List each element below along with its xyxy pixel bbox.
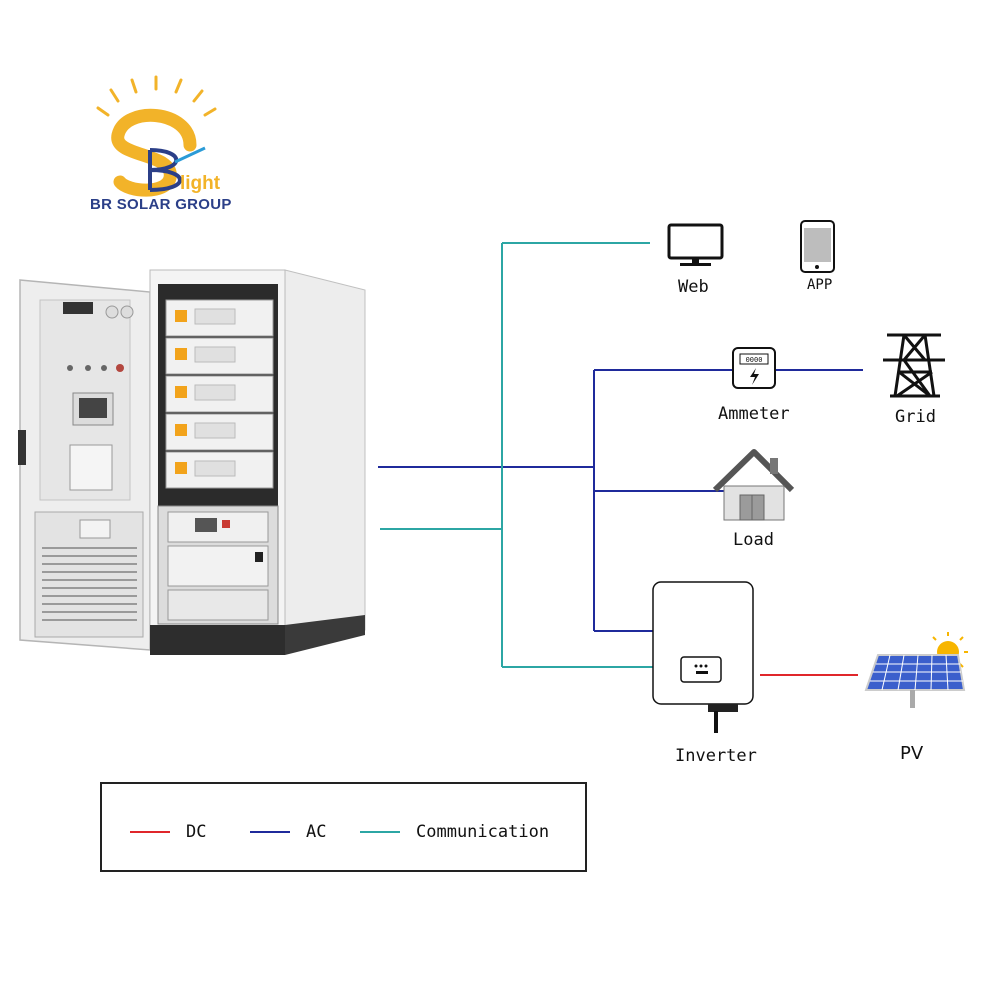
logo-company-name: BR SOLAR GROUP xyxy=(90,196,232,213)
legend-item-dc: DC xyxy=(130,822,206,842)
cabinet-base-side xyxy=(285,615,365,655)
bms-display xyxy=(195,518,217,532)
battery-module-3 xyxy=(165,375,274,413)
power-converter-switch xyxy=(255,552,263,562)
bms-controller xyxy=(167,511,269,543)
ammeter-display-readout: 0000 xyxy=(746,356,763,364)
app-label: APP xyxy=(807,277,833,293)
inverter-label: Inverter xyxy=(675,746,757,766)
battery-cabinet xyxy=(18,269,366,655)
monitor-icon xyxy=(667,223,724,266)
cabinet-base xyxy=(150,625,285,655)
battery-module-2 xyxy=(165,337,274,375)
ammeter-icon: 0000 xyxy=(732,347,776,389)
door-vent-badge xyxy=(79,519,111,539)
battery-module-5 xyxy=(165,451,274,489)
ac-lines xyxy=(378,369,863,632)
pv-label: PV xyxy=(900,743,924,764)
battery-module-4 xyxy=(165,413,274,451)
logo-wordmark: light xyxy=(180,173,221,194)
brand-logo: light xyxy=(96,75,221,197)
sun-rays-icon xyxy=(96,75,217,117)
door-indicator-1 xyxy=(67,365,73,371)
transmission-tower-icon xyxy=(883,333,945,398)
door-touch-screen-glass xyxy=(79,398,107,418)
legend-item-communication: Communication xyxy=(360,822,549,842)
inverter-connectors xyxy=(708,704,738,712)
legend-communication-label: Communication xyxy=(416,822,550,842)
bms-red-button xyxy=(222,520,230,528)
door-socket-panel xyxy=(69,444,113,491)
legend-dc-label: DC xyxy=(186,822,207,842)
legend-ac-label: AC xyxy=(306,822,327,842)
door-indicator-3 xyxy=(101,365,107,371)
solar-panel-icon xyxy=(864,632,968,708)
door-knob-2 xyxy=(120,305,134,319)
inverter-unit xyxy=(652,581,754,733)
ammeter-label: Ammeter xyxy=(718,404,790,424)
legend-ac-swatch xyxy=(250,831,290,833)
lightning-bolt-icon xyxy=(750,368,759,385)
grid-label: Grid xyxy=(895,407,936,427)
door-knob-1 xyxy=(105,305,119,319)
door-switch-bar xyxy=(63,302,93,314)
smartphone-icon xyxy=(800,220,835,273)
logo-b-glyph xyxy=(148,148,182,192)
inverter-antenna xyxy=(714,711,718,733)
web-label: Web xyxy=(678,277,709,297)
legend-item-ac: AC xyxy=(250,822,326,842)
power-distribution-unit xyxy=(167,589,269,621)
door-handle xyxy=(18,430,26,465)
legend-communication-swatch xyxy=(360,831,400,833)
communication-lines xyxy=(380,242,653,668)
cabinet-side xyxy=(284,269,366,653)
logo-accent-line xyxy=(174,146,206,164)
door-vent-grille xyxy=(42,547,137,621)
door-indicator-2 xyxy=(85,365,91,371)
legend: DC AC Communication xyxy=(100,782,587,872)
inverter-display xyxy=(680,656,722,683)
door-indicator-4 xyxy=(116,364,124,372)
house-icon xyxy=(712,449,795,521)
legend-dc-swatch xyxy=(130,831,170,833)
load-label: Load xyxy=(733,530,774,550)
battery-module-1 xyxy=(165,299,274,337)
power-converter-unit xyxy=(167,545,269,587)
